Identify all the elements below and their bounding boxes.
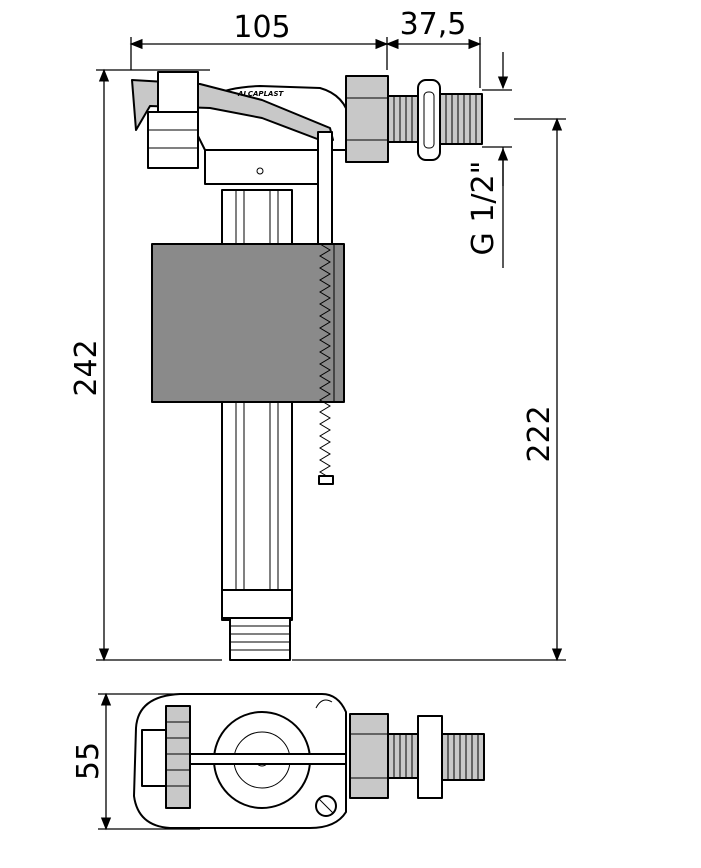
valve-side-view: ALCAPLAST	[131, 71, 483, 661]
dimension-total-height-label: 242	[69, 339, 104, 396]
thread-size-label: G 1/2"	[466, 161, 501, 256]
dimension-width-label: 105	[233, 10, 290, 45]
dimension-offset-label: 37,5	[400, 7, 467, 42]
dimension-inlet-height-label: 222	[522, 405, 557, 462]
valve-plan-view	[133, 693, 485, 829]
brand-logo-text: ALCAPLAST	[237, 90, 284, 98]
dimension-plan-depth-label: 55	[71, 742, 106, 780]
dimension-lines	[96, 37, 566, 831]
